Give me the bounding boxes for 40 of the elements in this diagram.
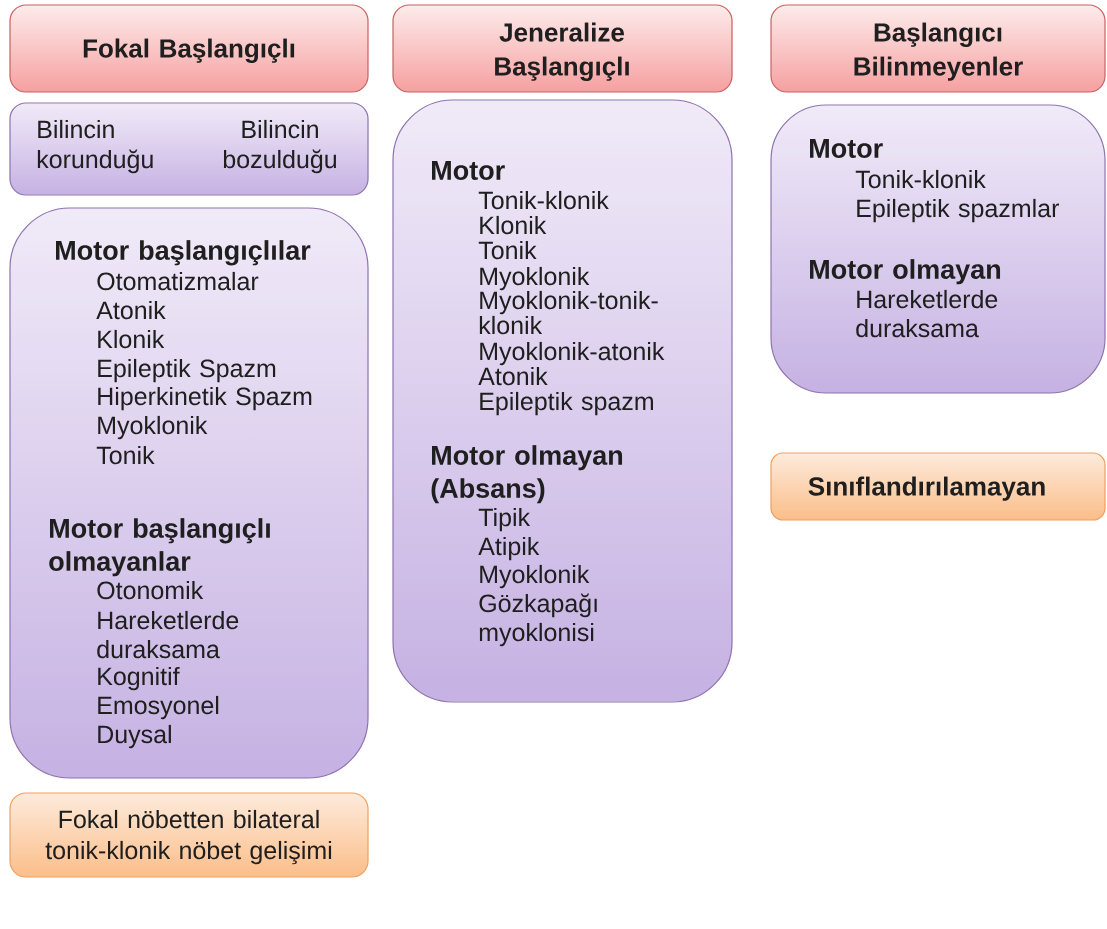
- list-item: Atonik: [96, 300, 166, 320]
- list-item: Hareketlerde duraksama: [856, 289, 998, 338]
- list-item: Hareketlerde duraksama: [97, 610, 239, 659]
- note-box: Sınıflandırılamayan: [770, 452, 1106, 521]
- list-item: Myoklonik-atonik: [480, 341, 665, 366]
- list-item: Duysal: [98, 724, 171, 749]
- list-heading: Motor olmayan (Absans): [431, 445, 623, 504]
- list-item: Myoklonik: [98, 415, 208, 440]
- list-item: Tonik: [96, 445, 155, 465]
- list-item: Atonik: [478, 366, 548, 386]
- list-item: Myoklonik: [480, 564, 590, 589]
- list-item: Gözkapağı myoklonisi: [479, 593, 597, 647]
- list-item: Epileptik Spazm: [98, 358, 276, 383]
- list-heading: Motor: [810, 139, 883, 158]
- list-item: Otonomik: [97, 580, 204, 600]
- list-heading: Motor başlangıçlı olmayanlar: [49, 518, 270, 577]
- list-item: Bilincin bozulduğu: [223, 119, 336, 174]
- list-item: Tipik: [478, 507, 531, 532]
- list-item: Emosyonel: [98, 695, 219, 720]
- list-heading: Motor olmayan: [810, 259, 1001, 285]
- list-item: Myoklonik: [480, 266, 590, 291]
- list-item: Bilincin korunduğu: [37, 119, 153, 174]
- list-item: Klonik: [98, 329, 165, 349]
- list-item: Epileptik spazm: [480, 391, 653, 416]
- list-item: Tonik: [478, 240, 537, 260]
- list-item: Epileptik spazmlar: [857, 198, 1059, 223]
- header-box: Jeneralize Başlangıçlı: [392, 4, 733, 93]
- list-item: Atipik: [478, 536, 540, 561]
- list-item: Hiperkinetik Spazm: [98, 386, 312, 411]
- list-item: Kognitif: [98, 666, 180, 691]
- list-item: Tonik-klonik: [478, 190, 609, 210]
- list-item: Klonik: [480, 215, 547, 235]
- header-box: Başlangıcı Bilinmeyenler: [770, 4, 1106, 93]
- list-heading: Motor başlangıçlılar: [56, 240, 311, 266]
- header-box: Fokal Başlangıçlı: [9, 4, 369, 93]
- note-box: Fokal nöbetten bilateral tonik-klonik nöbet gelişimi: [9, 792, 369, 878]
- list-item: Myoklonik-tonik-klonik: [479, 290, 658, 335]
- list-item: Tonik-klonik: [855, 169, 986, 189]
- list-heading: Motor: [432, 161, 505, 180]
- list-item: Otomatizmalar: [97, 271, 259, 291]
